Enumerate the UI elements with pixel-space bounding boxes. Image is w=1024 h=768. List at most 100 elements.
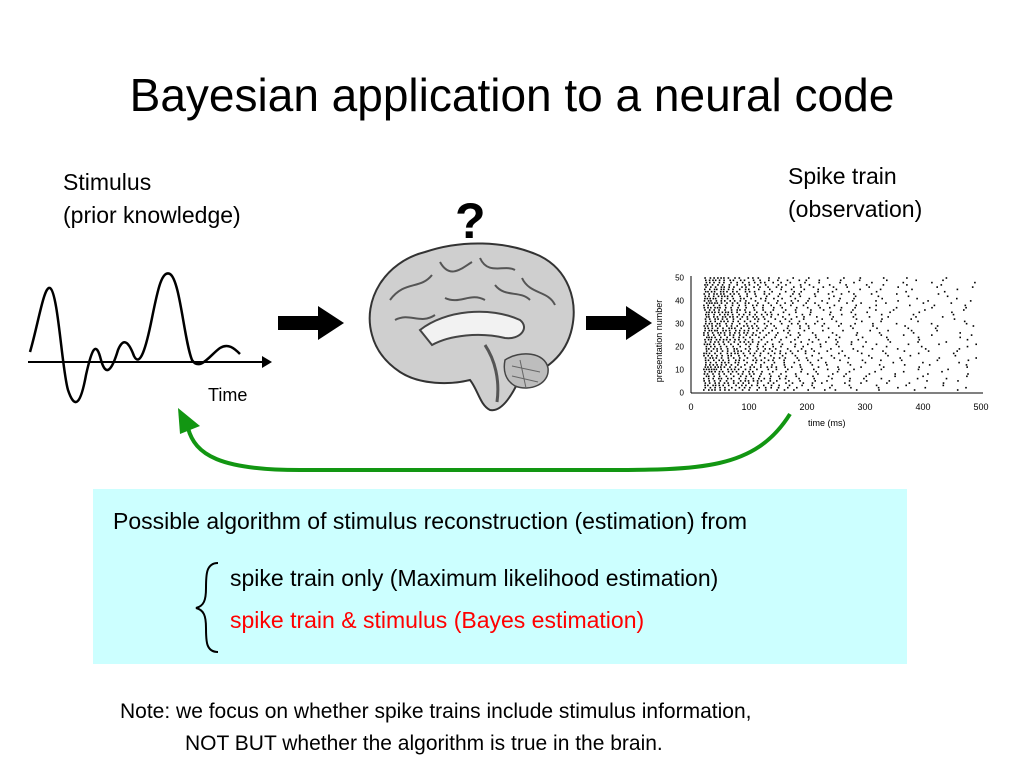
spike-mark xyxy=(848,380,851,382)
spike-mark xyxy=(707,354,709,357)
spike-mark xyxy=(703,380,705,382)
spike-mark xyxy=(868,316,871,318)
spike-mark xyxy=(815,370,817,373)
spike-mark xyxy=(710,350,713,352)
spike-mark xyxy=(728,389,730,391)
spike-mark xyxy=(751,384,753,387)
spike-mark xyxy=(745,384,747,387)
spike-mark xyxy=(903,350,906,352)
spike-mark xyxy=(848,370,851,373)
spike-mark xyxy=(832,286,835,288)
spike-mark xyxy=(933,304,936,307)
note-line-2: NOT BUT whether the algorithm is true in… xyxy=(185,732,663,755)
spike-mark xyxy=(916,297,918,300)
spike-mark xyxy=(739,341,742,343)
spike-mark xyxy=(727,311,730,314)
spike-mark xyxy=(744,302,747,304)
spike-mark xyxy=(833,357,836,359)
spike-mark xyxy=(846,286,848,288)
spike-mark xyxy=(759,375,761,378)
spike-mark xyxy=(705,345,708,348)
spike-mark xyxy=(807,343,809,346)
spike-mark xyxy=(744,364,746,366)
spike-mark xyxy=(704,338,706,341)
spike-mark xyxy=(732,316,734,318)
spike-mark xyxy=(712,364,715,366)
spike-mark xyxy=(770,322,772,325)
spike-mark xyxy=(799,366,802,368)
spike-mark xyxy=(729,316,731,318)
spike-mark xyxy=(730,377,733,380)
spike-mark xyxy=(720,348,722,350)
spike-mark xyxy=(778,384,780,387)
spike-mark xyxy=(749,336,751,339)
spike-mark xyxy=(710,329,713,332)
spike-mark xyxy=(748,288,750,291)
spike-mark xyxy=(908,382,911,384)
spike-mark xyxy=(766,366,769,368)
spike-mark xyxy=(897,300,899,302)
spike-mark xyxy=(717,332,719,334)
spike-mark xyxy=(720,288,723,291)
spike-mark xyxy=(868,286,870,288)
spike-mark xyxy=(738,293,740,295)
spike-mark xyxy=(716,288,718,291)
option-bayes: spike train & stimulus (Bayes estimation… xyxy=(230,607,645,633)
spike-mark xyxy=(757,341,760,343)
spike-mark xyxy=(734,361,737,364)
spike-mark xyxy=(713,309,715,311)
spike-mark xyxy=(717,318,719,320)
spike-mark xyxy=(815,336,817,339)
spike-mark xyxy=(795,306,798,309)
spike-mark xyxy=(712,295,715,298)
note-line-1: Note: we focus on whether spike trains i… xyxy=(120,700,752,723)
spike-mark xyxy=(880,359,882,362)
spike-mark xyxy=(853,368,855,371)
spike-mark xyxy=(917,341,919,343)
spike-mark xyxy=(704,386,707,389)
spike-mark xyxy=(780,288,782,291)
spike-mark xyxy=(748,370,750,373)
spike-mark xyxy=(805,357,808,359)
spike-mark xyxy=(718,373,720,375)
spike-mark xyxy=(742,336,745,339)
spike-mark xyxy=(708,329,710,332)
spike-mark xyxy=(763,384,765,387)
spike-mark xyxy=(811,332,814,334)
spike-mark xyxy=(713,277,715,279)
spike-mark xyxy=(943,290,946,293)
spike-mark xyxy=(706,343,709,346)
spike-mark xyxy=(954,354,957,357)
spike-mark xyxy=(774,318,777,320)
spike-mark xyxy=(726,297,729,300)
spike-mark xyxy=(798,359,800,362)
spike-mark xyxy=(827,293,830,295)
spike-mark xyxy=(716,293,718,295)
spike-mark xyxy=(749,348,751,350)
spike-mark xyxy=(709,320,712,323)
spike-mark xyxy=(792,277,794,279)
spike-mark xyxy=(721,350,724,352)
spike-mark xyxy=(741,384,743,387)
time-axis-label: Time xyxy=(208,385,248,405)
spike-mark xyxy=(734,277,736,279)
spike-mark xyxy=(721,316,724,318)
spike-mark xyxy=(721,295,723,298)
spike-mark xyxy=(870,293,873,295)
raster-x-tick: 0 xyxy=(688,402,694,412)
spike-mark xyxy=(794,373,797,375)
spike-mark xyxy=(871,348,874,350)
spike-mark xyxy=(770,366,773,368)
spike-mark xyxy=(722,338,725,341)
spike-mark xyxy=(714,279,717,282)
spike-mark xyxy=(705,364,707,366)
spike-mark xyxy=(922,361,924,364)
spike-mark xyxy=(704,341,707,343)
spike-mark xyxy=(951,311,953,314)
spike-mark xyxy=(718,343,721,346)
spike-mark xyxy=(748,373,751,375)
spike-mark xyxy=(813,368,815,371)
spike-mark xyxy=(713,380,716,382)
spike-mark xyxy=(735,384,737,387)
spike-mark xyxy=(752,304,754,307)
